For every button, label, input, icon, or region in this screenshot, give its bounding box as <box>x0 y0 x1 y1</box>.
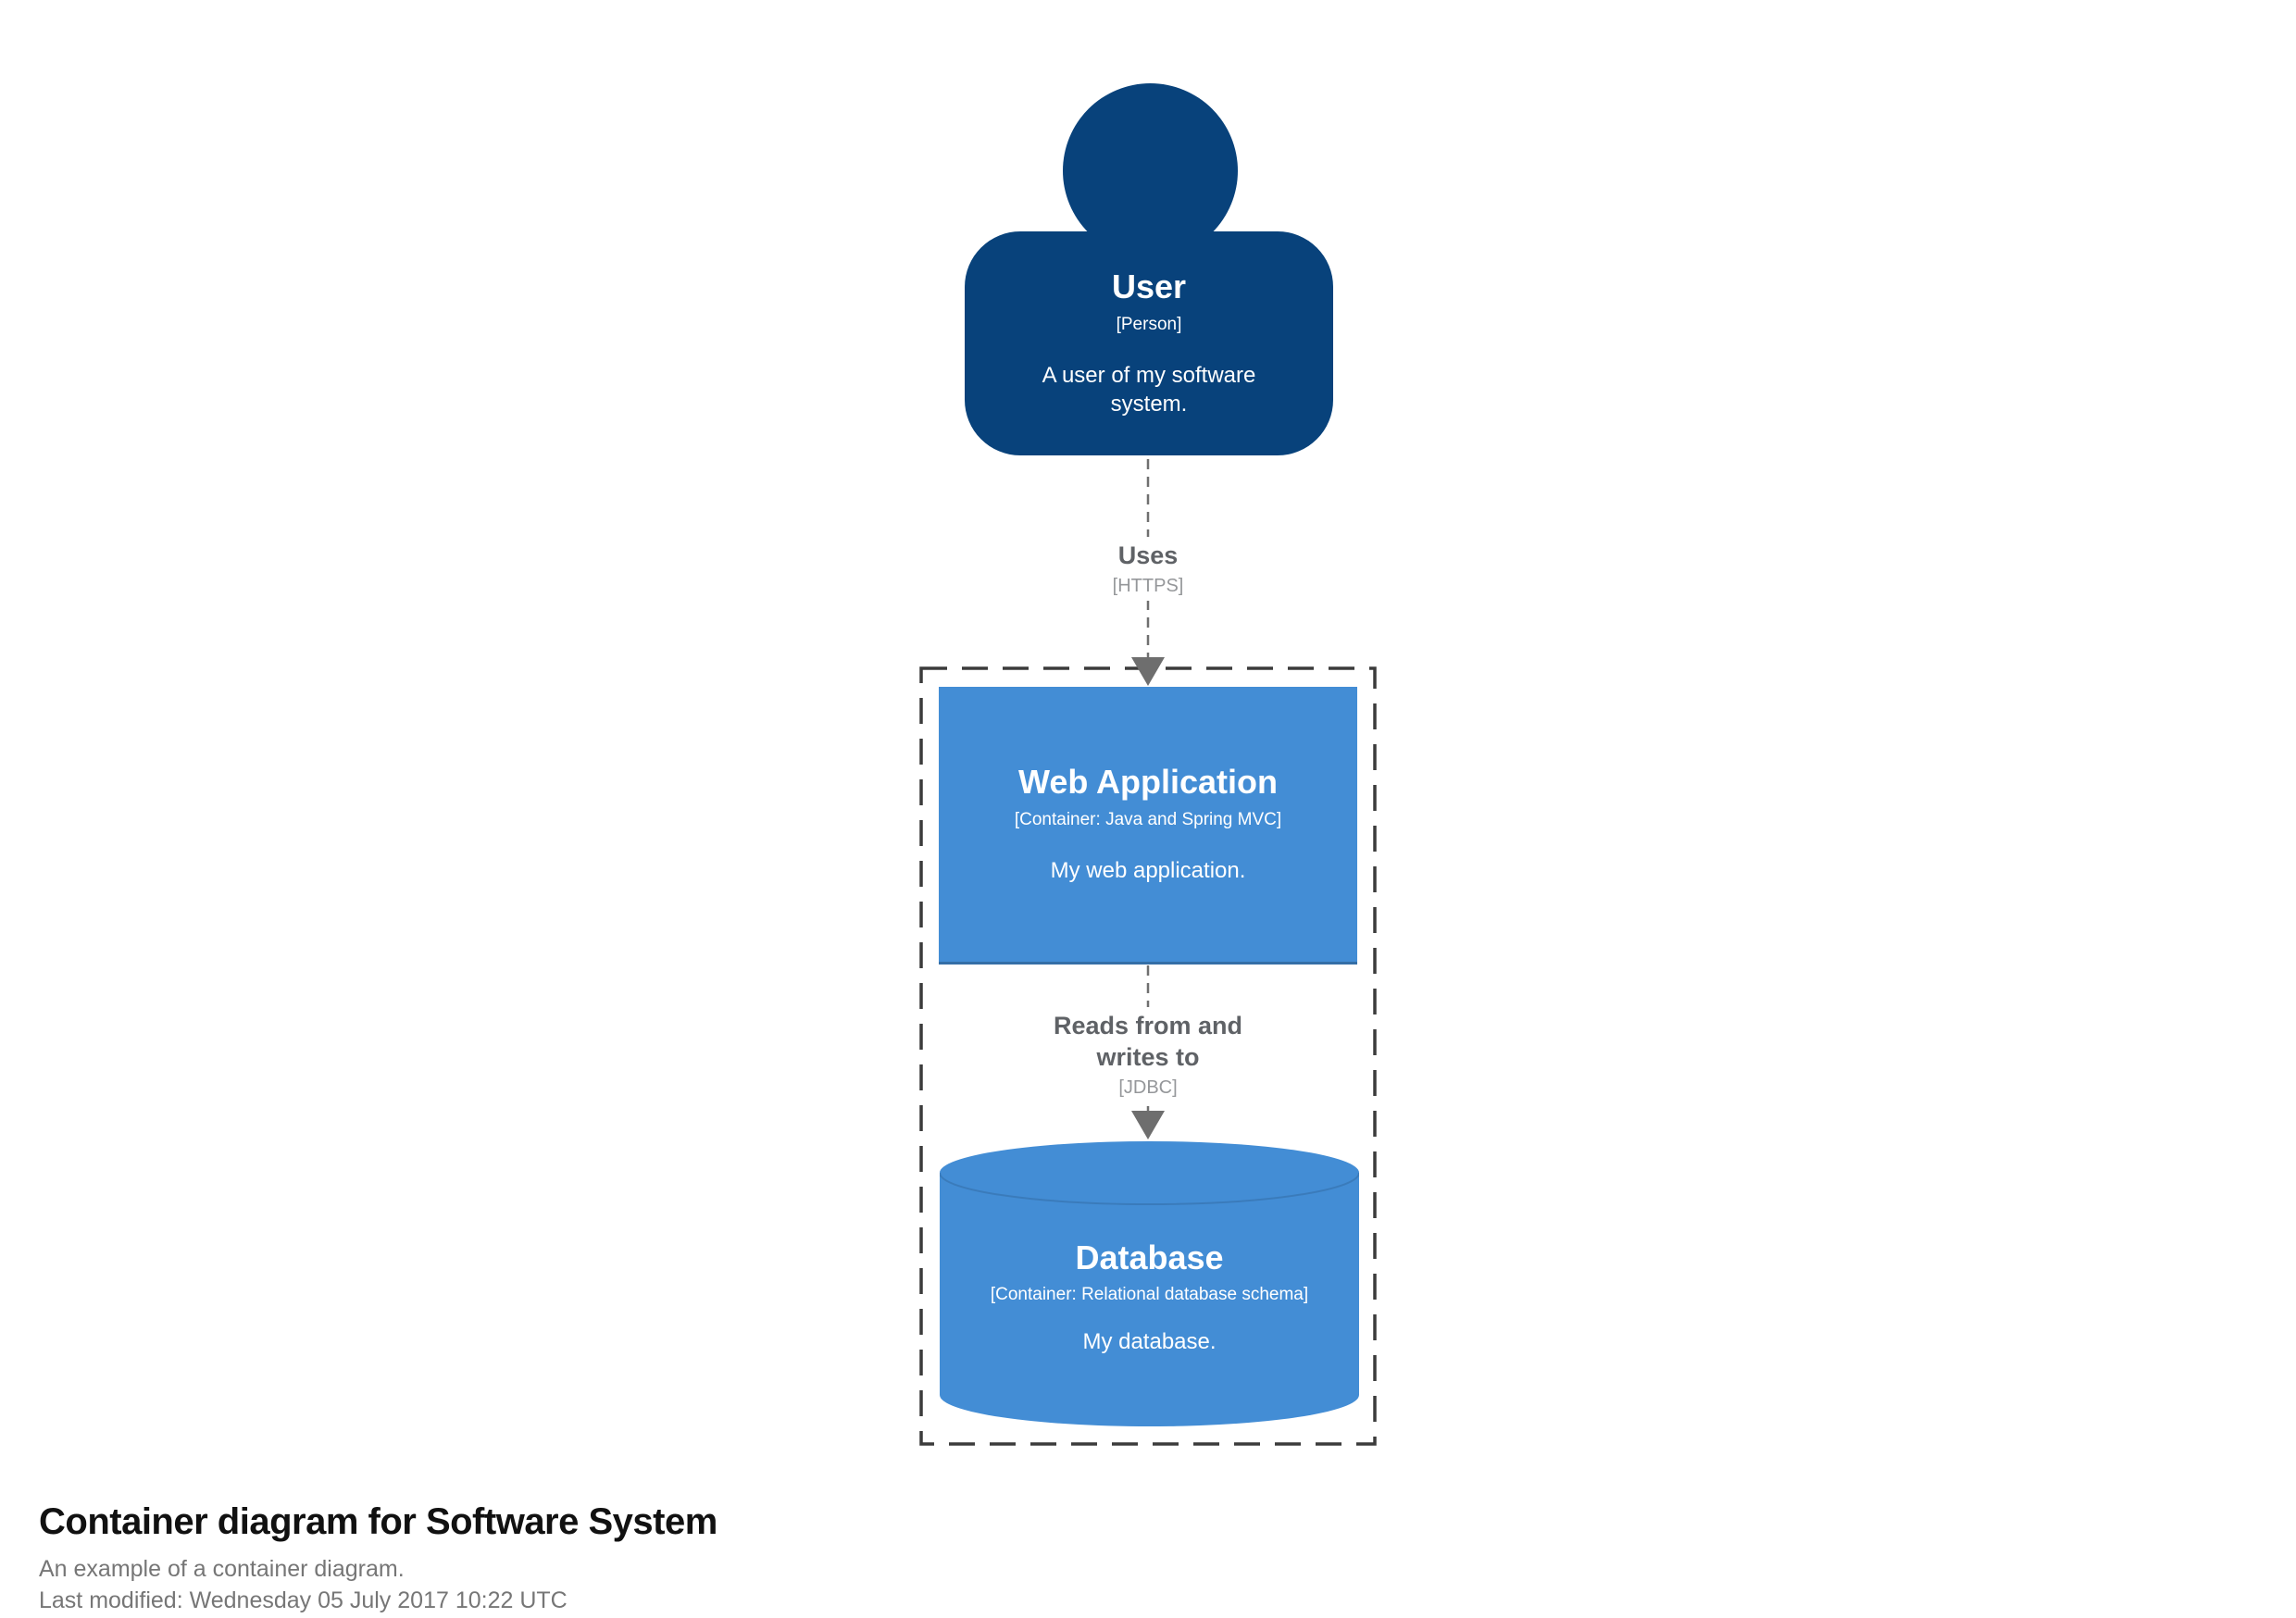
relationship-reads-writes-technology: [JDBC] <box>1118 1077 1178 1098</box>
database-type: [Container: Relational database schema] <box>990 1285 1309 1305</box>
container-database: Database [Container: Relational database… <box>940 1141 1359 1426</box>
web-application-type: [Container: Java and Spring MVC] <box>1014 809 1282 829</box>
person-user: User [Person] A user of my software syst… <box>965 231 1333 455</box>
diagram-subtitle: An example of a container diagram. <box>39 1556 405 1582</box>
relationship-uses: Uses [HTTPS] <box>1103 537 1193 601</box>
relationship-reads-writes-label: Reads from and writes to <box>1053 1012 1243 1071</box>
web-application-name: Web Application <box>1017 763 1278 802</box>
connector-reads-writes-arrowhead <box>1131 1111 1165 1139</box>
database-cylinder-icon <box>940 1141 1359 1426</box>
diagram-last-modified: Last modified: Wednesday 05 July 2017 10… <box>39 1587 568 1613</box>
container-web-application: Web Application [Container: Java and Spr… <box>939 687 1357 965</box>
relationship-reads-writes: Reads from and writes to [JDBC] <box>1038 1007 1258 1102</box>
relationship-uses-label: Uses <box>1117 541 1179 569</box>
database-description: My database. <box>1082 1329 1217 1355</box>
person-type: [Person] <box>1116 314 1182 334</box>
diagram-title: Container diagram for Software System <box>39 1501 718 1542</box>
connector-uses-arrowhead <box>1131 657 1165 686</box>
person-head-icon <box>1063 83 1238 258</box>
database-name: Database <box>1075 1238 1224 1276</box>
web-application-description: My web application. <box>1050 857 1246 883</box>
person-description: A user of my software system. <box>1042 362 1256 417</box>
diagram-metadata: Container diagram for Software System An… <box>39 1501 718 1616</box>
relationship-uses-technology: [HTTPS] <box>1112 575 1184 596</box>
person-name: User <box>1111 268 1187 306</box>
